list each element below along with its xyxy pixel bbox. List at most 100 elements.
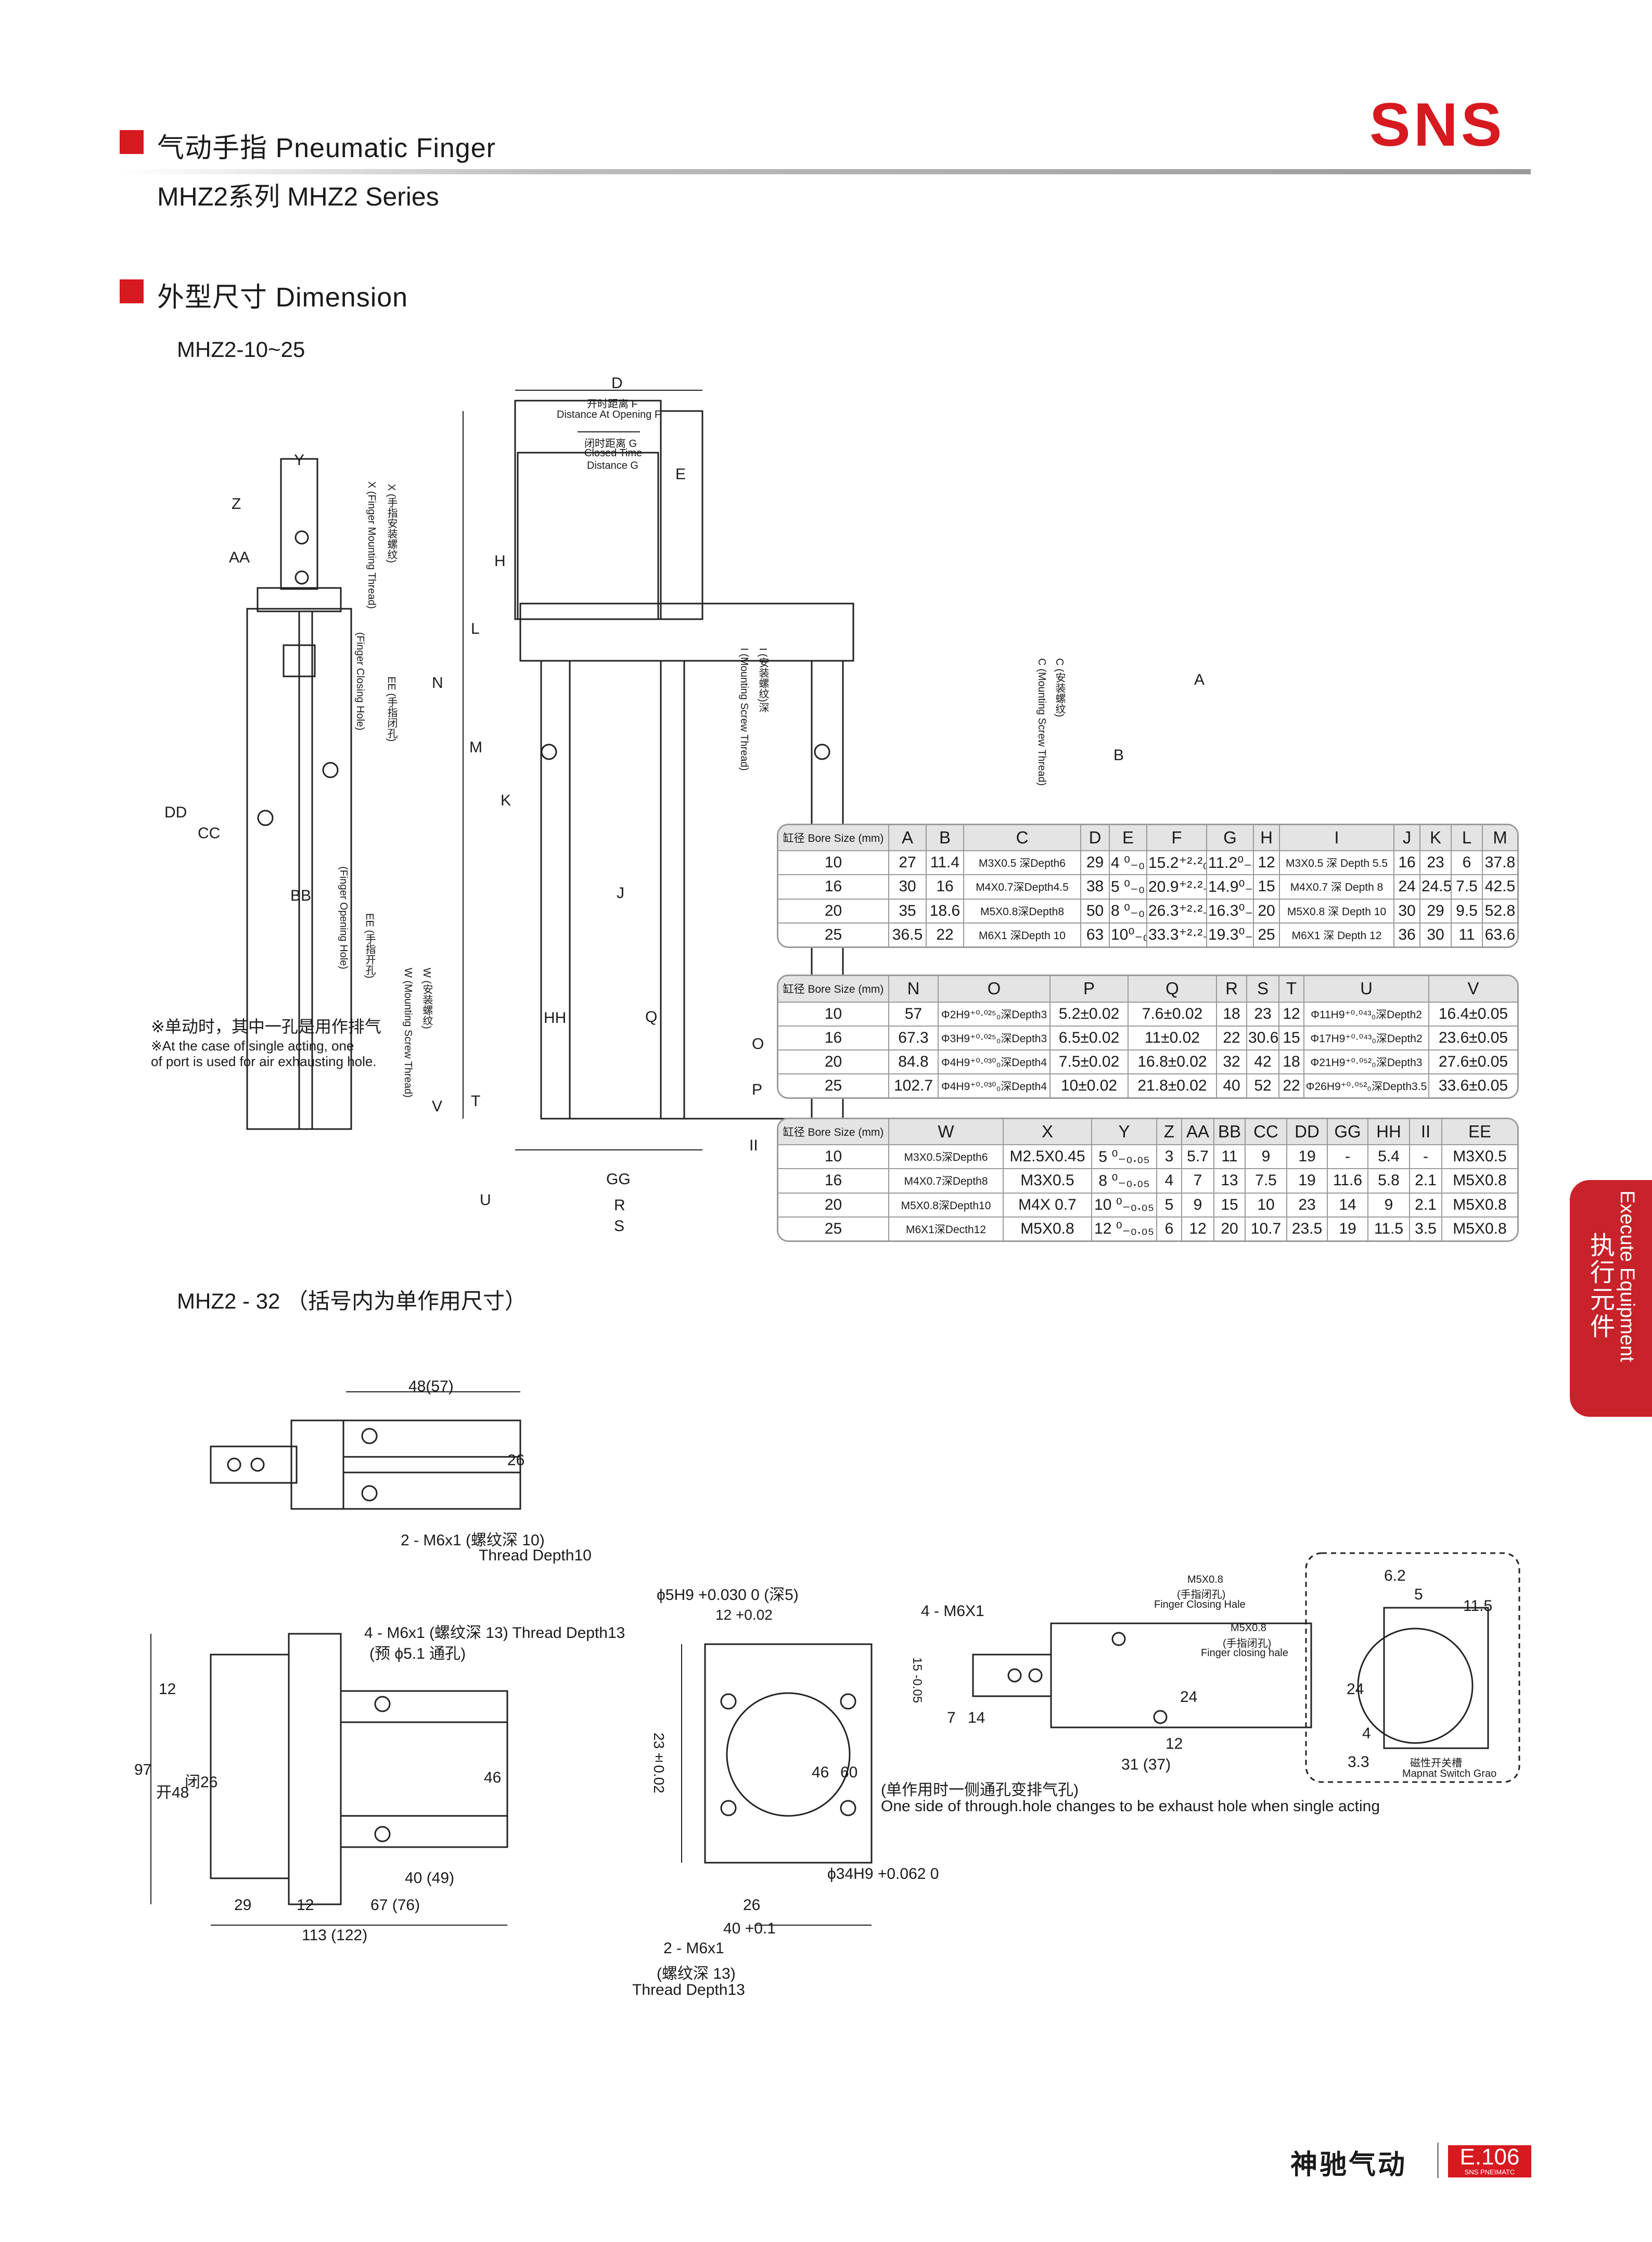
table1-header: C	[963, 825, 1081, 851]
table3-header: Y	[1091, 1119, 1157, 1145]
dim-label-o: O	[752, 1035, 764, 1053]
table1-cell: 9.5	[1451, 898, 1483, 924]
m32-m5-open-3: Finger closing hale	[1201, 1647, 1288, 1659]
table3-cell: 6	[1156, 1216, 1182, 1240]
model-32-title: MHZ2 - 32 （括号内为单作用尺寸）	[177, 1289, 527, 1313]
m32-dim-29: 29	[234, 1897, 252, 1914]
table2-cell: 16.8±0.02	[1128, 1049, 1217, 1075]
table2-cell: Φ26H9⁺⁰·⁰⁵²₀深Depth3.5	[1303, 1073, 1429, 1097]
table1-header: H	[1253, 825, 1280, 851]
dim-label-x-thread: X (手指安装螺纹)	[386, 484, 397, 563]
table3-cell: 5.8	[1367, 1168, 1410, 1194]
dim-label-a: A	[1194, 671, 1205, 688]
dim-label-dd: DD	[164, 804, 187, 821]
table3-cell: -	[1327, 1144, 1368, 1170]
table3-cell: 19	[1327, 1216, 1368, 1240]
table1-cell: M4X0.7深Depth4.5	[963, 874, 1081, 900]
side-tab-en: Execute Equipment	[1616, 1190, 1638, 1362]
table1-cell: 22	[926, 922, 964, 946]
m32-front-thread-1: 2 - M6x1	[663, 1940, 724, 1957]
category-side-tab[interactable]: Execute Equipment 执行元件	[1570, 1180, 1652, 1417]
dim-label-ee-open-cn: EE (手指开孔)	[364, 913, 375, 979]
table1-cell: M3X0.5 深 Depth 5.5	[1279, 850, 1394, 876]
table1-cell: 7.5	[1451, 874, 1483, 900]
dim-label-p: P	[752, 1081, 763, 1098]
m32-front-thread-2: (螺纹深 13)	[657, 1965, 736, 1982]
table1-cell: 11	[1451, 922, 1483, 946]
table2-header: Q	[1128, 976, 1217, 1003]
table1-cell: 50	[1080, 898, 1110, 924]
table1-cell: 14.9⁰₋₀.₇	[1206, 874, 1254, 900]
dim-label-r: R	[614, 1197, 625, 1214]
section-marker	[120, 279, 144, 303]
table1-cell: 18.6	[926, 898, 964, 924]
table3-cell: M5X0.8	[1441, 1168, 1517, 1194]
table3-cell: 15	[1213, 1192, 1246, 1218]
top-view-finger	[210, 1445, 298, 1484]
table3-cell: 9	[1245, 1144, 1287, 1170]
table3-cell: 14	[1327, 1192, 1368, 1218]
table1-cell: 24	[1393, 874, 1420, 900]
m32-detail-4: 4	[1362, 1725, 1371, 1742]
m32-side2-31: 31 (37)	[1121, 1756, 1171, 1773]
m32-detail-3-3: 3.3	[1348, 1753, 1369, 1771]
table1-cell: 30	[1419, 922, 1452, 946]
m32-dim-48: 开48	[156, 1784, 189, 1801]
table1-cell: M3X0.5 深Depth6	[963, 850, 1081, 876]
series-title: MHZ2系列 MHZ2 Series	[157, 182, 439, 211]
table1-cell: M5X0.8 深 Depth 10	[1279, 898, 1394, 924]
dim-label-w-thread-cn: W (安装螺纹)	[421, 968, 432, 1029]
table2-cell: 84.8	[888, 1049, 939, 1075]
dim-label-distance-opening-cn: 开时距离 F	[587, 399, 638, 410]
table3-cell: 8 ⁰₋₀.₀₅	[1091, 1168, 1157, 1194]
table1-cell: 25	[1253, 922, 1280, 946]
table3-cell: 4	[1156, 1168, 1182, 1194]
table1-cell: 26.3⁺²·²₋₀.₂	[1146, 898, 1207, 924]
section-title: 外型尺寸 Dimension	[157, 283, 408, 313]
table1-cell: 36	[1393, 922, 1420, 946]
dim-label-e: E	[675, 466, 686, 483]
table1-cell: 63.6	[1482, 922, 1517, 946]
m32-m5-open-2: (手指闭孔)	[1223, 1638, 1272, 1649]
table1-header: M	[1482, 825, 1517, 851]
table2-header: R	[1216, 976, 1247, 1003]
table3-cell: M5X0.8	[1003, 1216, 1092, 1240]
table2-cell: 40	[1216, 1073, 1247, 1097]
dim-label-bb: BB	[290, 887, 312, 904]
dim-label-y: Y	[294, 452, 305, 469]
table1-header: F	[1146, 825, 1207, 851]
table2-cell: 22	[1278, 1073, 1304, 1097]
table2-cell: 57	[888, 1001, 939, 1027]
table3-cell: 9	[1367, 1192, 1410, 1218]
table3-cell: M6X1深Decth12	[888, 1216, 1004, 1240]
table1-cell: 8 ⁰₋₀.₁	[1109, 898, 1147, 924]
table3-cell: 7.5	[1245, 1168, 1287, 1194]
table1-header: G	[1206, 825, 1254, 851]
m32-front-60: 60	[840, 1764, 858, 1781]
table1-cell: 20	[1253, 898, 1280, 924]
table3-cell: 19	[1286, 1144, 1328, 1170]
table1-header: E	[1109, 825, 1147, 851]
m32-top-thread-2: Thread Depth10	[479, 1547, 592, 1564]
m32-exhaust-en: One side of through.hole changes to be e…	[881, 1798, 1380, 1815]
m32-m5-close-2: (手指闭孔)	[1177, 1589, 1226, 1600]
m32-exhaust-cn: (单作用时一侧通孔变排气孔)	[881, 1782, 1079, 1799]
table3-header: W	[888, 1119, 1004, 1145]
table2-cell: 25	[778, 1073, 889, 1097]
table1-header: 缸径 Bore Size (mm)	[778, 825, 889, 851]
dimension-drawing-small	[246, 390, 854, 1150]
table2-cell: Φ4H9⁺⁰·⁰³⁰₀深Depth4	[938, 1073, 1051, 1097]
m32-dim-12b: 12	[297, 1897, 314, 1914]
table3-cell: 10 ⁰₋₀.₀₅	[1091, 1192, 1157, 1218]
table3-cell: 11.6	[1327, 1168, 1368, 1194]
table3-cell: 7	[1181, 1168, 1214, 1194]
m32-top-width: 48(57)	[408, 1378, 454, 1395]
table2-cell: 21.8±0.02	[1128, 1073, 1217, 1097]
table1-cell: 24.5	[1419, 874, 1452, 900]
table1-cell: 10⁰₋₀.₁	[1109, 922, 1147, 946]
table2-cell: 67.3	[888, 1025, 939, 1051]
dim-label-ee-open-en: (Finger Opening Hole)	[338, 866, 349, 969]
m32-detail-24: 24	[1347, 1681, 1364, 1698]
